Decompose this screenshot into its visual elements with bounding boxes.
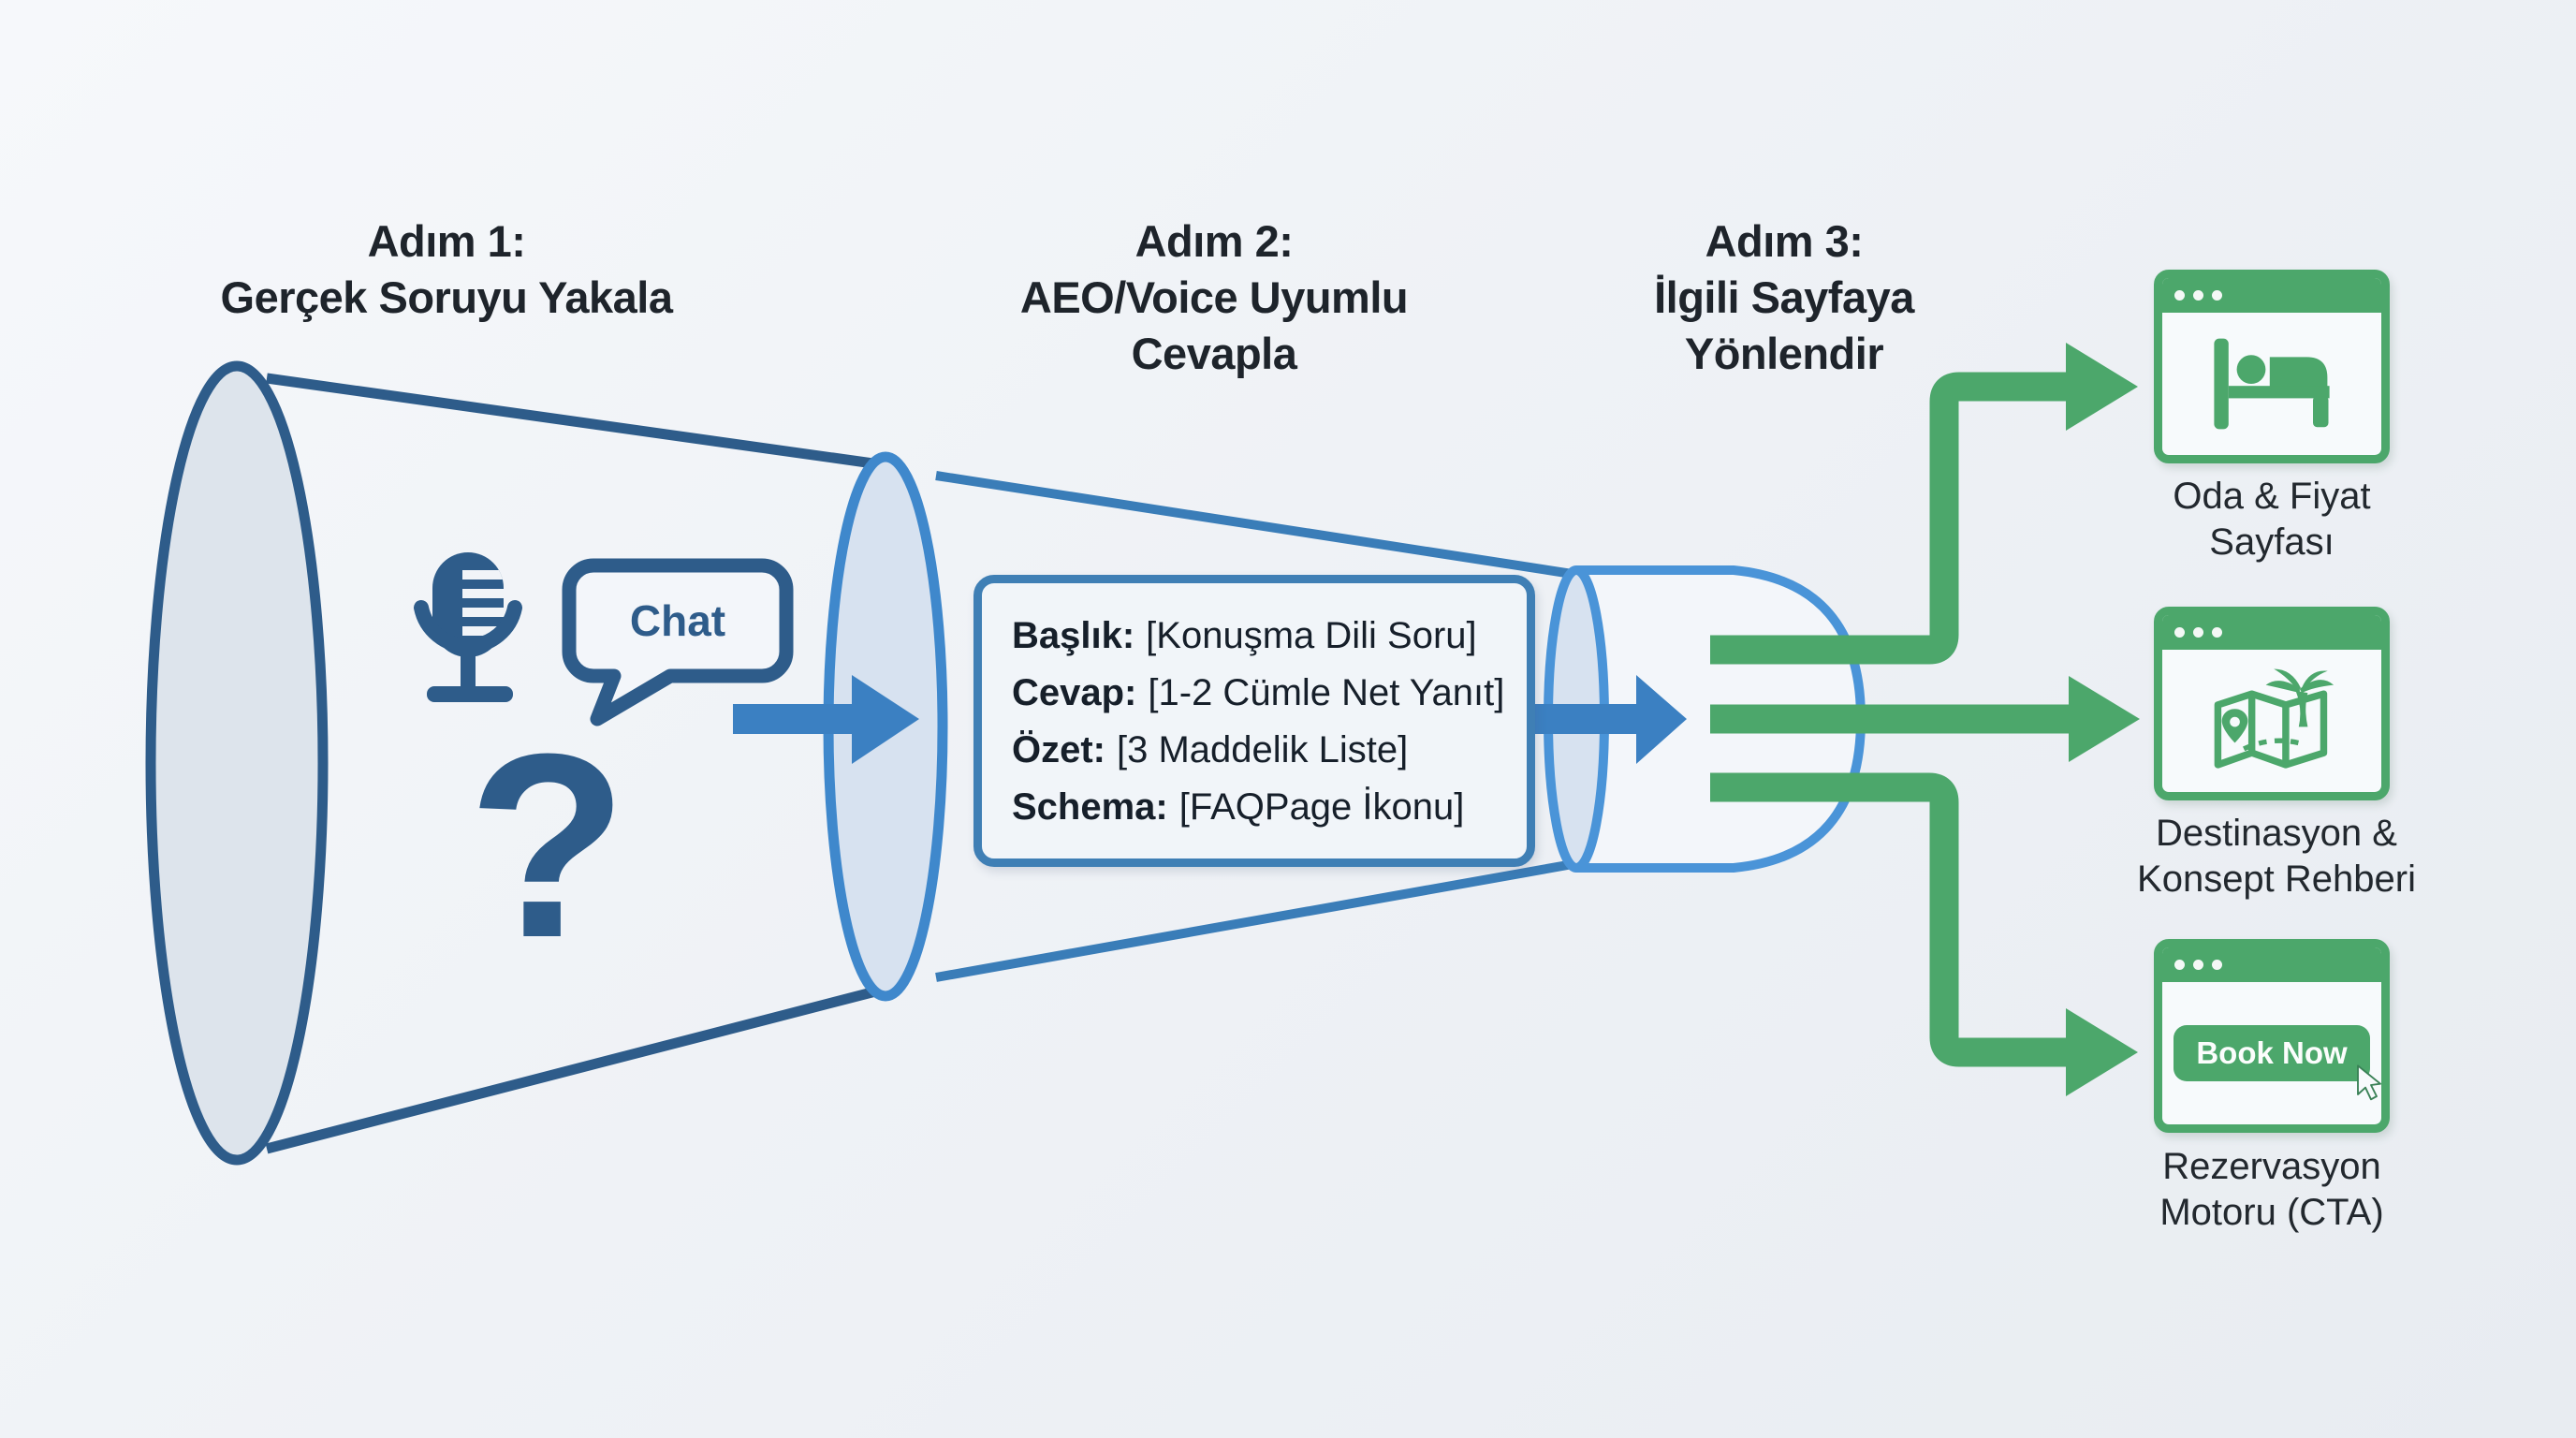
answer-line-baslik: Başlık: [Konuşma Dili Soru] [1012,614,1517,657]
question-mark: ? [467,700,627,992]
step1-title: Adım 1: Gerçek Soruyu Yakala [91,213,802,326]
destination-guide-label-line2: Konsept Rehberi [2137,858,2416,900]
step1-title-line1: Adım 1: [367,216,526,266]
flow-arrow-2 [1528,675,1687,764]
step2-title-line1: Adım 2: [1134,216,1294,266]
window-dot-icon [2212,960,2222,970]
destination-guide-label-line1: Destinasyon & [2156,813,2397,854]
arrowhead-top [2066,343,2138,431]
funnel-bottom-line-2 [935,858,1579,982]
rooms-page-label-line2: Sayfası [2209,521,2334,563]
answer-value-schema: [FAQPage İkonu] [1178,785,1465,828]
answer-line-schema: Schema:[FAQPage İkonu] [1012,785,1517,829]
arrowhead-bottom [2066,1008,2138,1096]
bed-icon [2214,338,2330,430]
rooms-page-label: Oda & Fiyat Sayfası [2075,474,2468,565]
browser-body: Book Now [2162,982,2381,1124]
destination-guide-label: Destinasyon & Konsept Rehberi [2080,811,2473,902]
funnel-stage1 [145,360,888,1166]
route-dashed-line [2243,738,2307,752]
booking-engine-label-line2: Motoru (CTA) [2159,1192,2384,1233]
step3-title-line1: Adım 3: [1705,216,1864,266]
funnel-bottom-line [265,983,888,1154]
chat-bubble-icon: Chat [562,558,794,726]
step3-title: Adım 3: İlgili Sayfaya Yönlendir [1428,213,2140,382]
answer-label-ozet: Özet: [1012,728,1105,770]
step2-title-line3: Cevapla [1131,329,1297,378]
browser-header [2162,947,2381,982]
funnel-mouth-ellipse [145,360,329,1166]
rooms-page-window [2154,270,2390,463]
routing-arrowheads [2066,343,2140,1096]
step1-title-line2: Gerçek Soruyu Yakala [220,272,673,322]
answer-label-baslik: Başlık: [1012,614,1135,656]
window-dot-icon [2193,627,2203,638]
window-dot-icon [2212,290,2222,301]
window-dot-icon [2193,960,2203,970]
window-dot-icon [2174,960,2185,970]
step3-title-line2: İlgili Sayfaya [1654,272,1914,322]
browser-body [2162,313,2381,455]
browser-body [2162,650,2381,792]
booking-engine-window: Book Now [2154,939,2390,1133]
arrowhead-middle [2069,676,2140,762]
answer-value-ozet: [3 Maddelik Liste] [1117,728,1409,770]
chat-label: Chat [630,596,725,645]
routing-arrow-bottom-path [1710,772,2071,1067]
book-now-label: Book Now [2196,1035,2348,1070]
microphone-icon [414,552,522,702]
answer-value-baslik: [Konuşma Dili Soru] [1146,614,1477,656]
step3-title-line3: Yönlendir [1684,329,1884,378]
browser-header [2162,615,2381,650]
destination-guide-window [2154,607,2390,800]
window-dot-icon [2193,290,2203,301]
booking-engine-label: Rezervasyon Motoru (CTA) [2075,1144,2468,1236]
folded-map [2214,690,2328,769]
step2-title: Adım 2: AEO/Voice Uyumlu Cevapla [858,213,1570,382]
answer-line-ozet: Özet: [3 Maddelik Liste] [1012,728,1517,771]
routing-arrow-top-path [1710,372,2071,665]
cursor-icon [2356,1064,2381,1101]
map-icon [2214,668,2334,769]
step2-title-line2: AEO/Voice Uyumlu [1019,272,1409,322]
rooms-page-label-line1: Oda & Fiyat [2173,476,2371,517]
answer-line-cevap: Cevap: [1-2 Cümle Net Yanıt] [1012,671,1517,714]
window-dot-icon [2174,627,2185,638]
answer-label-schema: Schema: [1012,785,1168,828]
map-pin-icon [2221,709,2248,743]
funnel-top-line-2 [935,471,1579,580]
funnel-top-line [266,373,887,471]
answer-value-cevap: [1-2 Cümle Net Yanıt] [1148,671,1505,713]
routing-arrows [1710,372,2071,1067]
answer-format-card: Başlık: [Konuşma Dili Soru] Cevap: [1-2 Cü… [973,575,1535,867]
book-now-button: Book Now [2174,1025,2381,1101]
answer-label-cevap: Cevap: [1012,671,1137,713]
flow-arrow-1 [733,675,919,764]
window-dot-icon [2212,627,2222,638]
browser-header [2162,278,2381,313]
window-dot-icon [2174,290,2185,301]
booking-engine-label-line1: Rezervasyon [2162,1146,2381,1187]
